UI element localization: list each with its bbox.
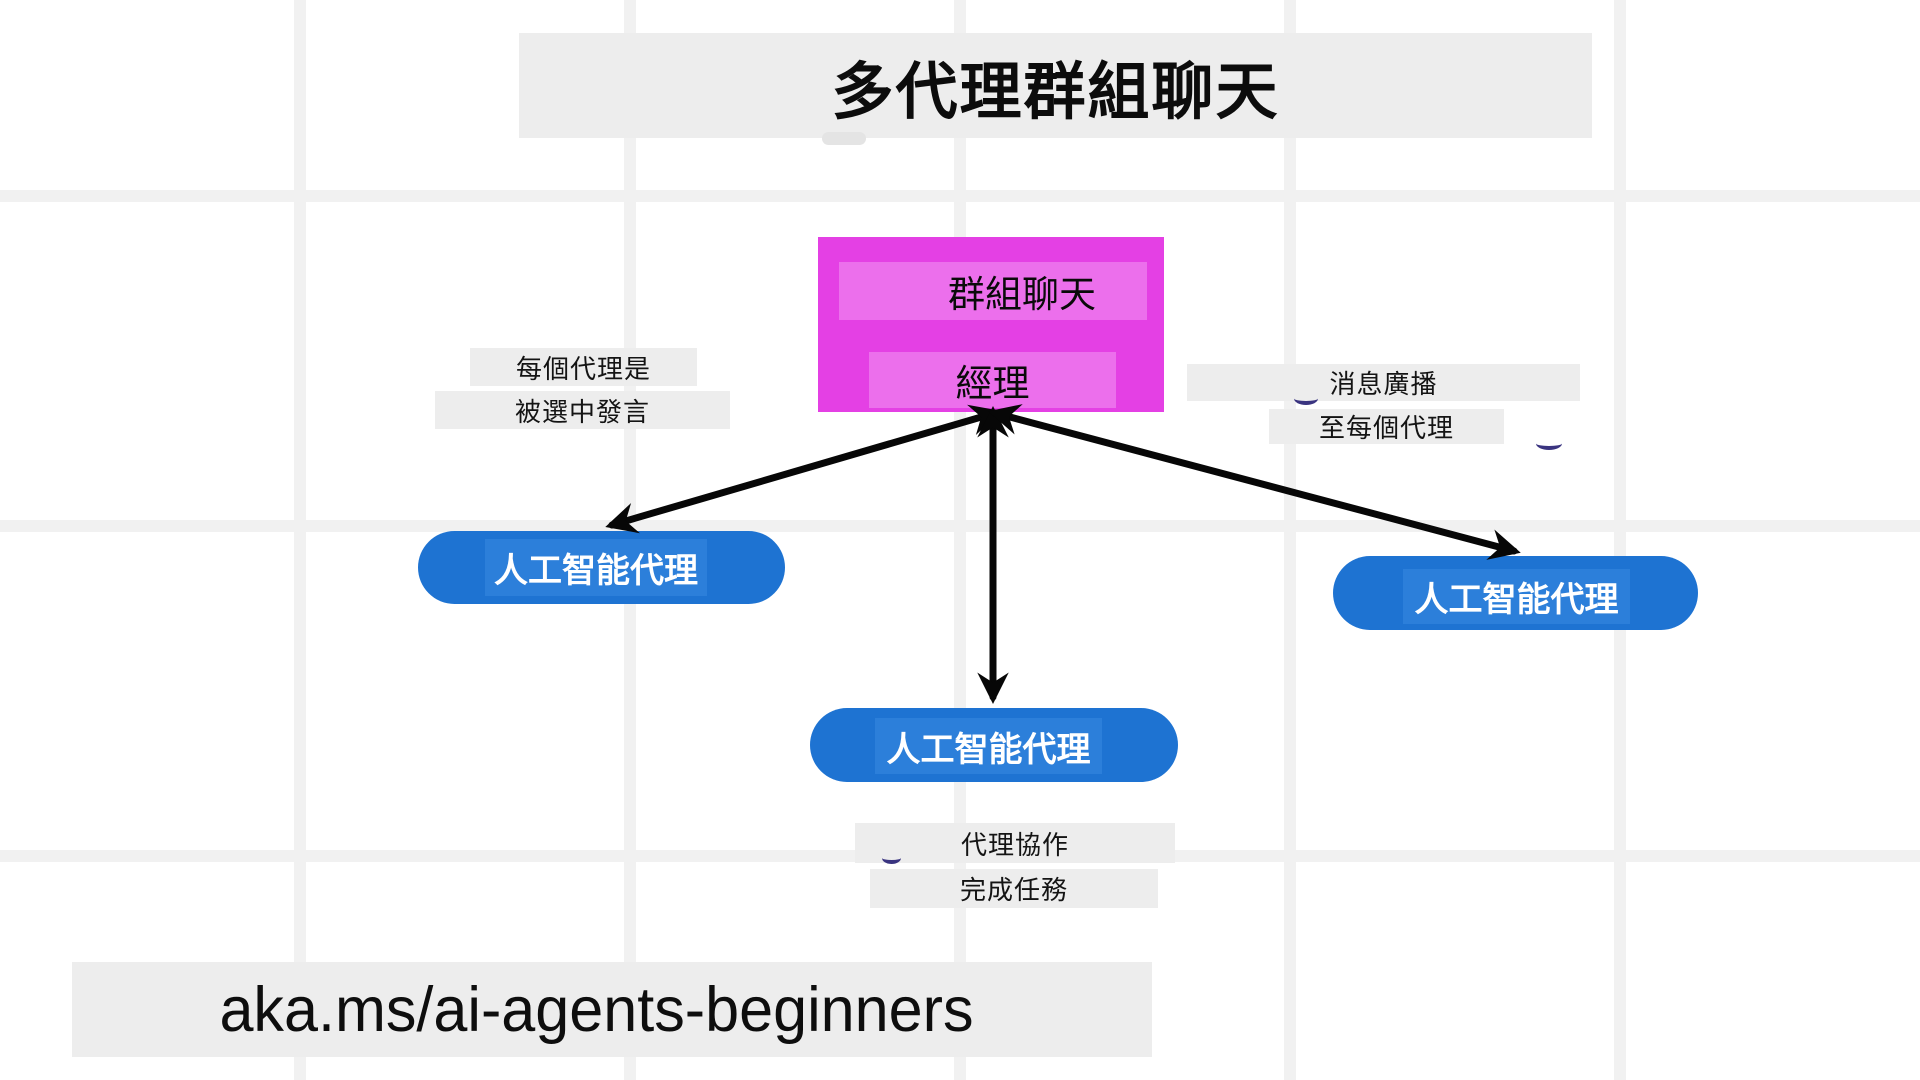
annotation-left-line1-text: 每個代理是 [515,353,651,384]
title-band: 多代理群組聊天 [519,33,1592,138]
ink-mark [1294,392,1318,405]
annotation-right-line1-text: 消息廣播 [1329,369,1438,399]
agent-box-left: 人工智能代理 [418,531,785,604]
annotation-right-line2: 至每個代理 [1269,409,1504,444]
diagram-title: 多代理群組聊天 [831,57,1280,127]
annotation-left-line1: 每個代理是 [470,348,697,386]
footer-band: aka.ms/ai-agents-beginners [72,962,1152,1057]
agent-box-right: 人工智能代理 [1333,556,1698,630]
annotation-left-line2-text: 被選中發言 [514,396,650,427]
agent-right-label: 人工智能代理 [1414,581,1619,619]
manager-title-strip-2: 經理 [869,352,1116,408]
ink-mark [882,852,901,864]
annotation-right-line2-text: 至每個代理 [1318,413,1454,443]
annotation-left-line2: 被選中發言 [435,391,730,429]
smudge-artifact [822,132,866,145]
agent-box-middle: 人工智能代理 [810,708,1178,782]
annotation-bottom-line2-text: 完成任務 [959,875,1068,905]
manager-title-strip-1: 群組聊天 [839,262,1147,320]
manager-title-line2: 經理 [955,363,1030,404]
agent-right-label-strip: 人工智能代理 [1403,569,1630,624]
manager-box: 群組聊天 經理 [818,237,1164,412]
footer-url: aka.ms/ai-agents-beginners [219,974,974,1045]
annotation-bottom-line1: 代理協作 [855,823,1175,863]
annotation-bottom-line2: 完成任務 [870,869,1158,908]
agent-middle-label: 人工智能代理 [886,730,1091,769]
agent-left-label: 人工智能代理 [494,552,698,590]
annotation-right-line1: 消息廣播 [1187,364,1580,401]
agent-middle-label-strip: 人工智能代理 [875,718,1102,774]
arrow-manager-to-left-agent [605,404,1002,534]
ink-mark [1536,437,1562,450]
annotation-bottom-line1-text: 代理協作 [960,829,1069,860]
manager-title-line1: 群組聊天 [948,274,1096,315]
agent-left-label-strip: 人工智能代理 [485,539,707,596]
